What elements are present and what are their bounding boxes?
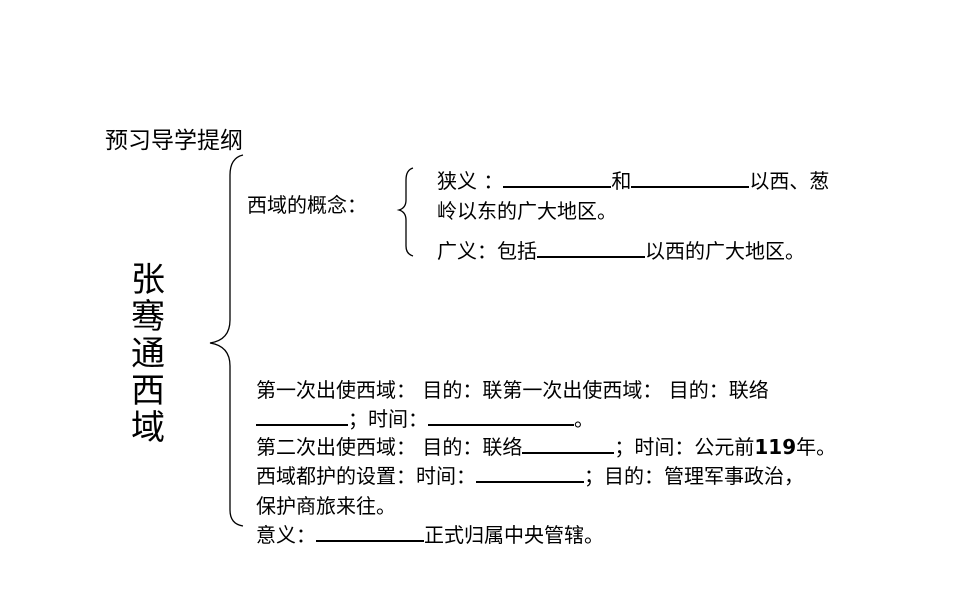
- blank-field: [316, 522, 424, 542]
- first-mission-line2: ；时间： 。: [256, 404, 594, 434]
- narrow-definition-line2: 岭以东的广大地区。: [437, 199, 617, 223]
- significance-line: 意义： 正式归属中央管辖。: [256, 520, 604, 550]
- second-mission-line: 第二次出使西域： 目的：联络 ；时间：公元前119年。: [256, 432, 836, 462]
- text-segment: 。: [574, 407, 594, 431]
- vertical-char: 域: [131, 408, 165, 448]
- vertical-char: 张: [131, 260, 165, 300]
- blank-field: [631, 168, 750, 188]
- vertical-char: 西: [131, 371, 165, 411]
- text-segment: 正式归属中央管辖。: [424, 523, 604, 547]
- vertical-char: 通: [131, 334, 165, 374]
- vertical-char: 骞: [131, 297, 165, 337]
- text-segment: 以西、葱: [749, 169, 830, 193]
- first-mission-line1: 第一次出使西域： 目的：联第一次出使西域： 目的：联络: [256, 378, 769, 402]
- broad-label: 广义：包括: [437, 239, 537, 263]
- concept-label: 西域的概念：: [247, 193, 367, 217]
- blank-field: [428, 406, 574, 426]
- text-segment: ；目的：管理军事政治，: [584, 464, 804, 488]
- blank-field: [256, 406, 348, 426]
- broad-definition: 广义：包括 以西的广大地区。: [437, 236, 805, 266]
- year-number: 119: [754, 435, 797, 459]
- text-segment: 和: [611, 169, 632, 193]
- vertical-topic-title: 张 骞 通 西 域: [128, 262, 168, 447]
- protectorate-line1: 西域都护的设置：时间： ；目的：管理军事政治，: [256, 461, 804, 491]
- text-segment: ；时间：公元前: [614, 435, 755, 459]
- protectorate-line2: 保护商旅来往。: [256, 494, 396, 518]
- text-segment: 年。: [796, 435, 837, 459]
- text-segment: 以西的广大地区。: [645, 239, 805, 263]
- text-segment: 第二次出使西域： 目的：联络: [256, 435, 523, 459]
- narrow-definition-line1: 狭义 ： 和 以西、葱: [437, 166, 829, 196]
- text-segment: ；时间：: [348, 407, 428, 431]
- concept-brace: [396, 167, 414, 257]
- blank-field: [476, 463, 584, 483]
- blank-field: [537, 238, 645, 258]
- blank-field: [503, 168, 612, 188]
- text-segment: 意义：: [256, 523, 316, 547]
- main-brace: [209, 154, 244, 527]
- narrow-label: 狭义 ：: [437, 169, 504, 193]
- page-title: 预习导学提纲: [105, 128, 243, 154]
- text-segment: 西域都护的设置：时间：: [256, 464, 476, 488]
- blank-field: [522, 434, 615, 454]
